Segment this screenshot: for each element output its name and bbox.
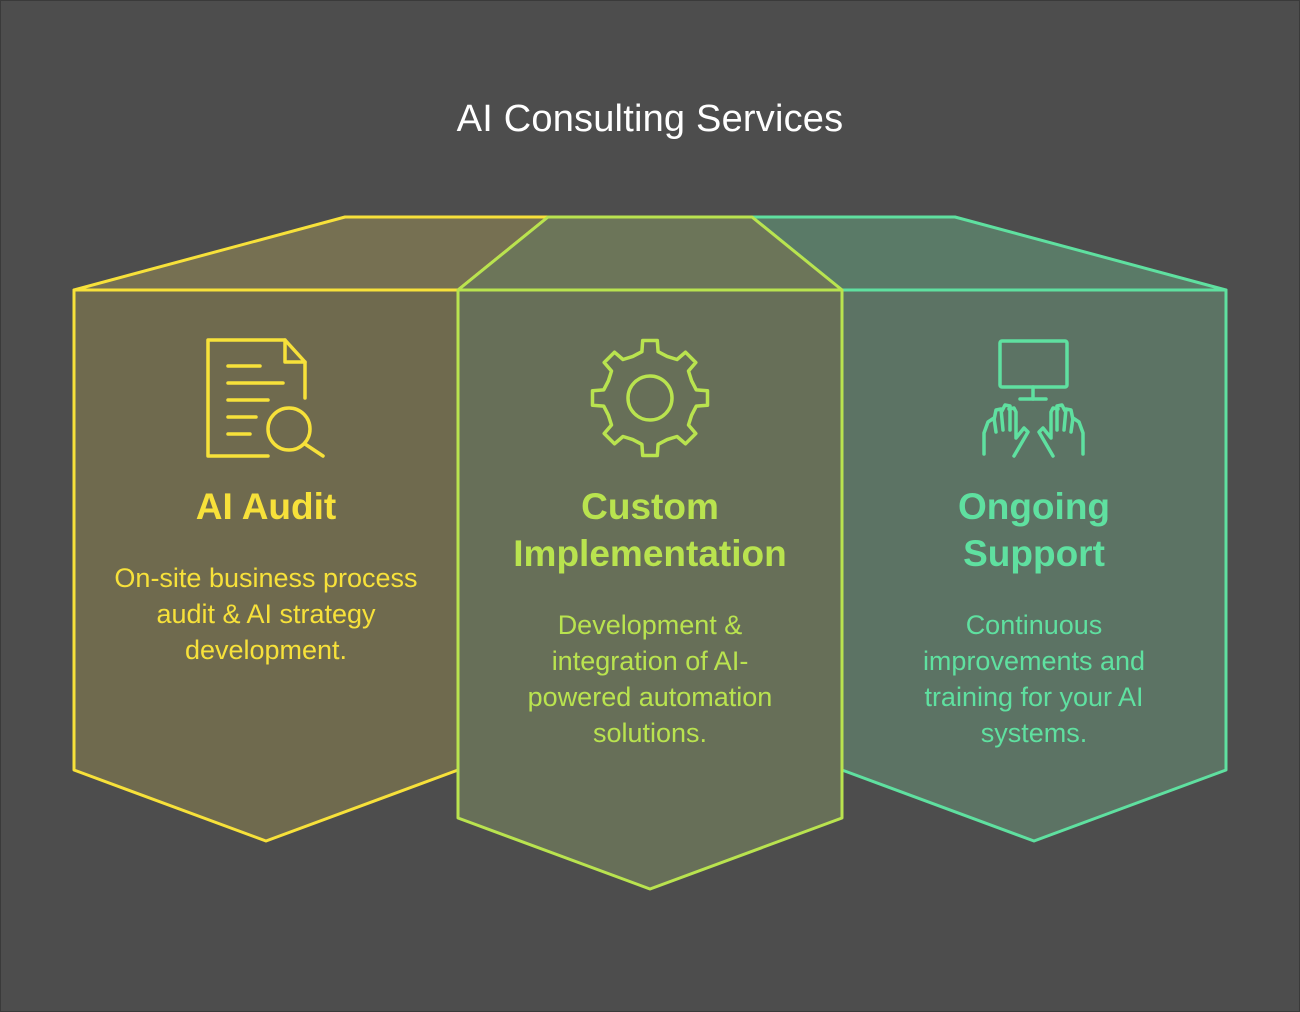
- card-implementation-heading: Custom Implementation: [513, 486, 787, 574]
- diagram-title: AI Consulting Services: [456, 98, 844, 140]
- card-audit: AI Audit On-site business process audit …: [104, 483, 428, 668]
- card-support-description: Continuous improvements and training for…: [922, 610, 1146, 748]
- card-support: Ongoing Support Continuous improvements …: [872, 483, 1196, 751]
- card-audit-shape: [72, 215, 550, 843]
- card-implementation-shape: [456, 215, 844, 891]
- card-support-heading: Ongoing Support: [957, 486, 1111, 574]
- gear-icon: [590, 338, 710, 458]
- card-implementation: Custom Implementation Development & inte…: [488, 483, 812, 751]
- card-audit-description: On-site business process audit & AI stra…: [114, 563, 418, 665]
- document-search-icon: [206, 338, 325, 458]
- computer-hands-icon: [982, 339, 1085, 458]
- card-support-shape: [750, 215, 1228, 843]
- card-implementation-description: Development & integration of AI-powered …: [527, 610, 773, 748]
- card-audit-heading: AI Audit: [195, 486, 337, 527]
